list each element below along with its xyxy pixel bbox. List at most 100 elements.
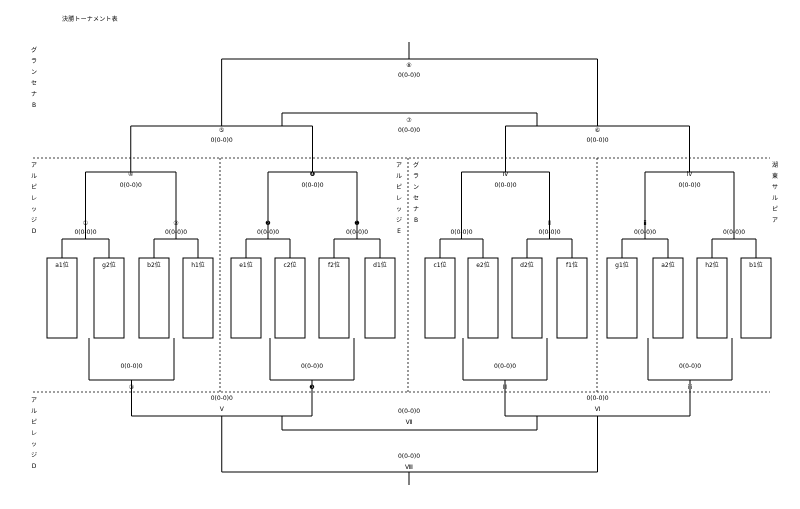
score-label: 0(0-0)0 [301, 182, 323, 189]
score-label: 0(0-0)0 [211, 137, 233, 144]
side-label-char: グ [412, 162, 419, 169]
team-label: a2位 [661, 261, 675, 269]
score-label: 0(0-0)0 [494, 363, 516, 370]
team-label: g2位 [102, 261, 116, 269]
side-label-char: 東 [771, 173, 778, 180]
team-box [696, 257, 728, 339]
team-label: d1位 [373, 261, 387, 269]
side-label-char: ピ [30, 419, 37, 426]
team-box [46, 257, 78, 339]
match-number-label: Ⅷ [405, 464, 413, 471]
side-label-char: ジ [30, 452, 37, 459]
match-number-label: ⑥ [595, 127, 600, 134]
score-label: 0(0-0)0 [301, 363, 323, 370]
side-label-char: ル [771, 195, 778, 202]
team-label: f1位 [566, 261, 578, 269]
side-label-char: B [413, 217, 419, 224]
team-box [740, 257, 772, 339]
team-label: g1位 [615, 261, 629, 269]
side-label-char: レ [30, 430, 37, 437]
score-label: 0(0-0)0 [120, 363, 142, 370]
side-label-char: セ [30, 80, 37, 87]
side-label-char: ン [30, 69, 37, 76]
side-label-char: レ [395, 195, 402, 202]
score-label: 0(0-0)0 [211, 395, 233, 402]
match-number-label: Ⅵ [595, 406, 601, 413]
team-label: a1位 [55, 261, 69, 269]
side-label-char: ア [771, 217, 778, 224]
score-label: 0(0-0)0 [679, 363, 701, 370]
side-label-char: ル [395, 173, 402, 180]
team-box [93, 257, 125, 339]
team-box [318, 257, 350, 339]
match-number-label: ❹ [310, 171, 315, 178]
team-box [467, 257, 499, 339]
side-label-char: ナ [412, 206, 419, 213]
side-label-char: グ [30, 47, 37, 54]
team-box [274, 257, 306, 339]
team-box [182, 257, 214, 339]
side-label-char: D [31, 463, 37, 470]
side-label-char: ピ [30, 184, 37, 191]
match-number-label: ⑦ [406, 117, 412, 124]
match-number-label: Ⅴ [220, 406, 225, 413]
side-label-char: ジ [395, 217, 402, 224]
page-title: 決勝トーナメント表 [62, 16, 118, 23]
team-label: h2位 [705, 261, 719, 269]
score-label: 0(0-0)0 [586, 137, 608, 144]
team-label: h1位 [191, 261, 205, 269]
team-label: d2位 [520, 261, 534, 269]
score-label: 0(0-0)0 [398, 453, 420, 460]
score-label: 0(0-0)0 [678, 182, 700, 189]
side-label-char: サ [771, 184, 778, 191]
score-label: 0(0-0)0 [398, 408, 420, 415]
score-label: 0(0-0)0 [398, 127, 420, 134]
side-label-char: ジ [30, 217, 37, 224]
side-label-char: ル [30, 173, 37, 180]
team-label: b2位 [147, 261, 161, 269]
score-label: 0(0-0)0 [494, 182, 516, 189]
team-box [424, 257, 456, 339]
side-label-char: ア [30, 162, 37, 169]
side-label-char: ピ [395, 184, 402, 191]
match-number-label: Ⅶ [406, 419, 413, 426]
match-number-label: ⑧ [406, 62, 411, 69]
side-label-char: ン [412, 184, 419, 191]
team-box [364, 257, 396, 339]
side-label-char: B [31, 102, 37, 109]
match-number-label: ④ [128, 171, 133, 178]
score-label: 0(0-0)0 [120, 182, 142, 189]
side-label-char: ラ [412, 173, 419, 180]
side-label-char: ナ [30, 91, 37, 98]
side-label-kohigashi: 湖東サルピア [771, 160, 779, 226]
side-label-char: ラ [30, 58, 37, 65]
side-label-char: レ [30, 195, 37, 202]
match-number-label: iv [687, 171, 693, 178]
team-label: e1位 [239, 261, 253, 269]
side-label-char: D [31, 228, 37, 235]
match-number-label: ⑤ [219, 127, 224, 134]
team-box [230, 257, 262, 339]
side-label-char: セ [412, 195, 419, 202]
side-label-char: ア [395, 162, 402, 169]
score-label: 0(0-0)0 [586, 395, 608, 402]
side-label-char: ッ [395, 206, 402, 213]
team-label: b1位 [749, 261, 763, 269]
side-label-char: ア [30, 397, 37, 404]
side-label-char: 湖 [771, 162, 778, 169]
team-label: f2位 [328, 261, 340, 269]
side-label-char: E [397, 228, 401, 235]
side-label-char: ル [30, 408, 37, 415]
side-label-char: ッ [30, 441, 37, 448]
match-number-label: Ⅳ [503, 171, 509, 178]
team-box [606, 257, 638, 339]
team-box [511, 257, 543, 339]
side-label-char: ッ [30, 206, 37, 213]
score-label: 0(0-0)0 [398, 72, 420, 79]
